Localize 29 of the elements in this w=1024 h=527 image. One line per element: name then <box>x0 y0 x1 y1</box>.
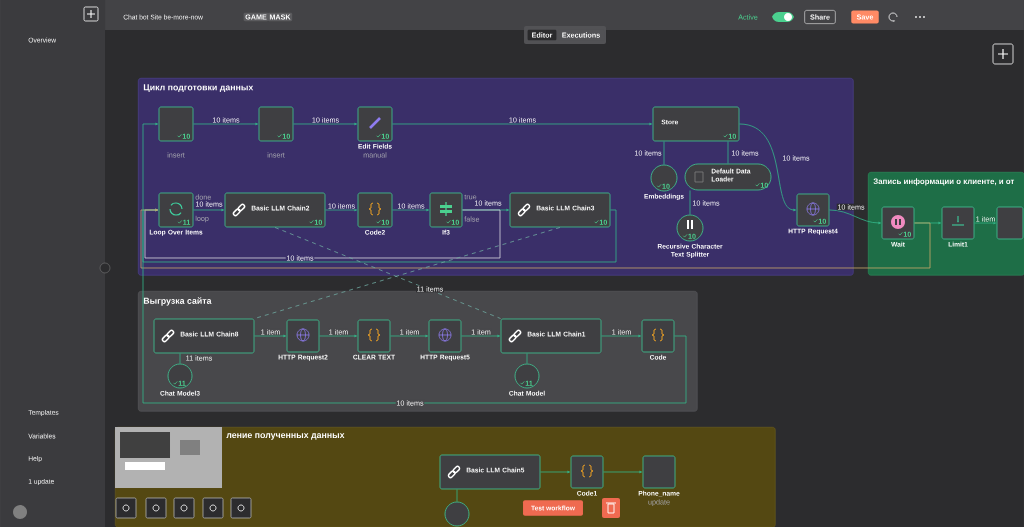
connector-line <box>179 353 181 364</box>
workflow-node <box>996 206 1024 240</box>
arrow <box>193 208 225 212</box>
arrow <box>540 470 571 474</box>
connector-line <box>254 227 561 319</box>
arrow <box>142 122 687 404</box>
connector-line <box>727 141 729 164</box>
arrow <box>603 470 643 474</box>
connector-line <box>274 227 501 319</box>
arrow <box>319 334 358 338</box>
arrow <box>254 334 287 338</box>
connector-line <box>689 190 691 215</box>
arrow <box>461 334 501 338</box>
connector-line <box>663 141 665 165</box>
arrow <box>144 208 501 259</box>
arrow <box>392 208 430 212</box>
arrow <box>829 209 882 225</box>
arrow <box>193 122 259 126</box>
arrow <box>739 123 797 212</box>
arrow <box>293 122 358 126</box>
workflow-node <box>444 501 470 527</box>
arrow <box>325 208 358 212</box>
connector-line <box>456 489 458 502</box>
arrow <box>392 122 653 126</box>
connector-line <box>526 353 528 364</box>
arrow <box>140 208 931 269</box>
arrow <box>390 334 429 338</box>
arrow <box>142 208 617 263</box>
arrow <box>601 334 642 338</box>
